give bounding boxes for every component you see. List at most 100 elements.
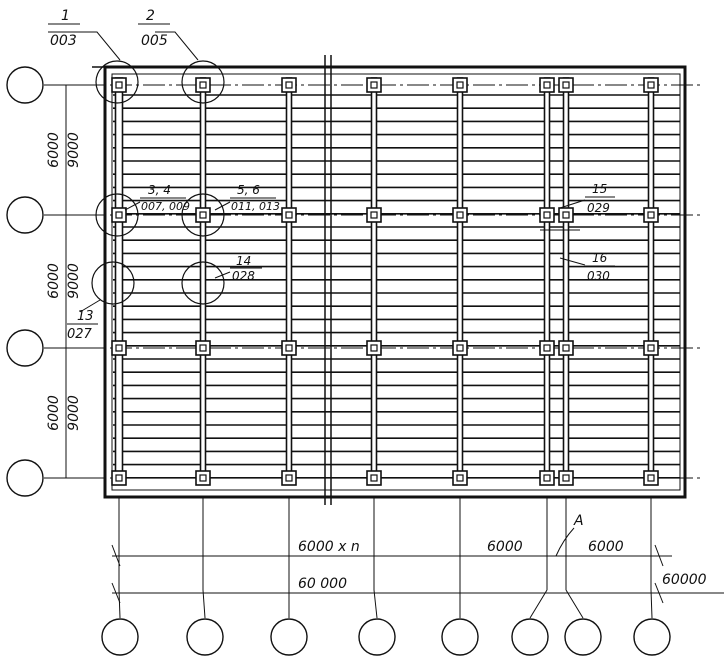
column-node (195, 470, 211, 486)
column-node (111, 340, 127, 356)
column-core (647, 474, 655, 482)
vertical-axis-lines (118, 497, 653, 619)
axis-marker-circle (564, 618, 602, 656)
callout-15-number: 15 (592, 182, 607, 196)
left-span-label-1: 9000 (66, 132, 82, 168)
column-node (452, 470, 468, 486)
callout-5-6-number: 5, 6 (237, 183, 260, 197)
break-line (324, 55, 332, 505)
bottom-axis-markers (101, 618, 671, 656)
bottom-repeat-label: 6000 x n (298, 539, 360, 555)
axis-extension (373, 589, 378, 619)
left-dimension-chain (60, 84, 105, 479)
callout-16-number: 16 (592, 251, 608, 265)
axis-marker-circle (186, 618, 224, 656)
beam (370, 77, 378, 484)
roof-slab-lines (113, 94, 680, 479)
beam (199, 77, 207, 484)
column-node (195, 207, 211, 223)
column-node (643, 77, 659, 93)
beam (562, 77, 570, 484)
beam (285, 77, 293, 484)
left-span-label-3: 9000 (66, 395, 82, 431)
callout-3-4-ref: 007, 009 (141, 200, 190, 213)
column-node (558, 340, 574, 356)
horizontal-axis-lines (44, 84, 700, 479)
column-core (199, 474, 207, 482)
callout-15-ref: 029 (587, 201, 610, 215)
callout-14-ref: 028 (232, 269, 255, 283)
column-core (562, 81, 570, 89)
column-core (199, 81, 207, 89)
callout-1-number: 1 (61, 8, 70, 24)
axis-marker-circle (270, 618, 308, 656)
building-outline (92, 65, 687, 499)
callout-5-6-ref: 011, 013 (231, 200, 280, 213)
column-node (281, 470, 297, 486)
column-core (370, 344, 378, 352)
column-node (111, 470, 127, 486)
callout-labels: 1 003 2 005 3, 4 007, 009 5, 6 011, 013 … (48, 8, 615, 342)
column-core (285, 344, 293, 352)
axis-marker-circle (101, 618, 139, 656)
beam (114, 77, 124, 484)
callout-2-ref: 005 (141, 33, 168, 49)
left-span-label-2: 9000 (66, 263, 82, 299)
column-core (285, 474, 293, 482)
bottom-bay-label-2: 6000 (588, 539, 624, 555)
axis-marker-circle (6, 329, 44, 367)
column-node (366, 207, 382, 223)
axis-extension (202, 589, 206, 619)
left-axis-markers (6, 66, 44, 497)
column-node (643, 340, 659, 356)
column-core (285, 81, 293, 89)
column-core (115, 211, 123, 219)
beam (456, 77, 464, 484)
column-core (370, 81, 378, 89)
callout-14-number: 14 (236, 254, 251, 268)
column-core (115, 344, 123, 352)
column-node (195, 340, 211, 356)
bottom-bay-label-1: 6000 (487, 539, 523, 555)
column-core (543, 344, 551, 352)
callout-1-ref: 003 (50, 33, 77, 49)
column-core (562, 211, 570, 219)
leader-lines (48, 31, 586, 313)
axis-extension (565, 589, 584, 619)
left-spacing-label-2: 6000 (46, 263, 62, 299)
callout-13-ref: 027 (67, 327, 93, 342)
column-node (195, 77, 211, 93)
column-core (647, 211, 655, 219)
column-node (539, 207, 555, 223)
left-spacing-label-3: 6000 (46, 395, 62, 431)
column-node (366, 470, 382, 486)
axis-marker-circle (6, 459, 44, 497)
column-core (647, 81, 655, 89)
column-node (366, 340, 382, 356)
column-node (281, 340, 297, 356)
left-dimension-labels: 6000 9000 6000 9000 6000 9000 (46, 132, 82, 431)
column-node (366, 77, 382, 93)
column-node (539, 470, 555, 486)
column-core (543, 211, 551, 219)
column-core (647, 344, 655, 352)
axis-marker-circle (6, 66, 44, 104)
column-node (452, 207, 468, 223)
beam-columns (111, 77, 659, 486)
column-core (562, 344, 570, 352)
column-core (285, 211, 293, 219)
joint-leader (555, 527, 575, 557)
column-node (452, 77, 468, 93)
callout-2-number: 2 (146, 8, 155, 24)
bottom-dimension-labels: 6000 x n 6000 6000 60 000 60000 A (298, 513, 707, 592)
column-core (456, 474, 464, 482)
column-node (539, 77, 555, 93)
bottom-dimension-chain (111, 544, 724, 604)
column-node (111, 207, 127, 223)
right-total-label: 60000 (662, 572, 707, 588)
column-core (456, 344, 464, 352)
axis-extension (529, 589, 548, 619)
column-node (281, 207, 297, 223)
column-node (452, 340, 468, 356)
